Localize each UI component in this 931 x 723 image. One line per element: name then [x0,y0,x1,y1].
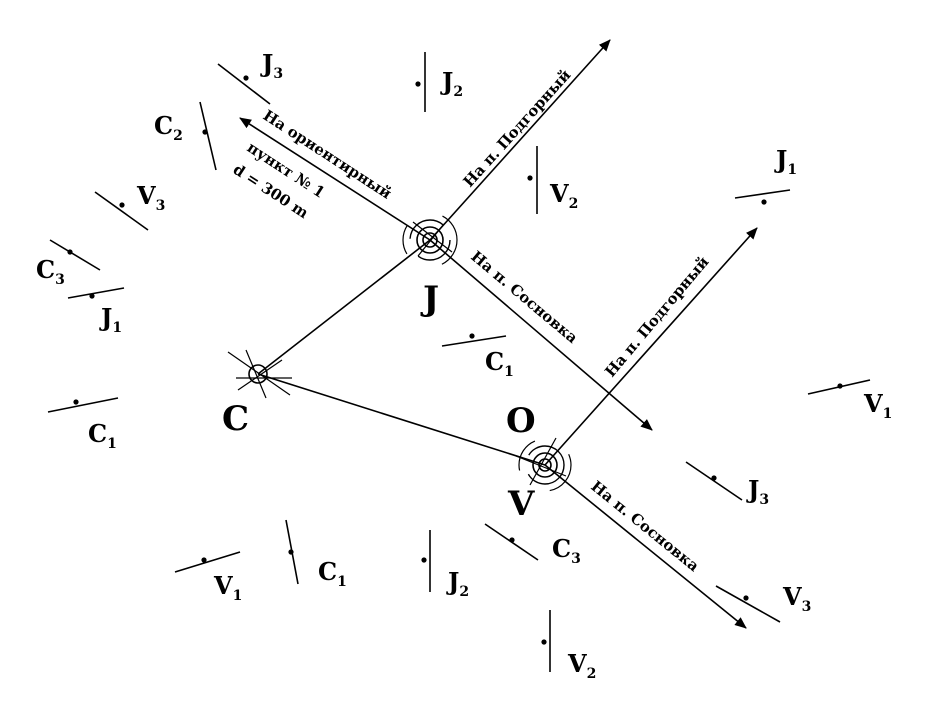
line-c-v [257,373,546,466]
arrow-j-sosnovka [429,239,653,431]
arrow-o-podgorny [544,227,758,466]
tick-label: C2 [154,111,183,144]
tick-j1-right [734,189,791,205]
tick-label: C3 [36,255,65,288]
tick-label: J2 [440,67,463,100]
tick-j3-top [217,63,271,105]
tick-v1-right [807,379,871,395]
tick-v2-bottom [541,610,551,672]
arrow-j-podgorny [429,39,611,241]
station-c-symbol [227,349,292,399]
tick-label: V3 [136,181,165,214]
label-station-v: V [507,484,535,524]
tick-label: C1 [318,557,347,590]
tick-label: J3 [260,49,283,82]
arrow-j-orient [239,117,431,241]
line-c-j [257,239,431,375]
tick-label: J1 [99,303,122,336]
tick-marks [47,52,871,672]
tick-label: V2 [549,179,578,212]
label-station-c: C [222,399,249,439]
tick-label: V3 [782,582,811,615]
tick-c3-bottom [484,523,539,561]
tick-j2-top [415,52,426,112]
tick-c3-left [49,239,101,271]
tick-label: J3 [746,475,769,508]
tick-v3-bottom [715,585,781,623]
tick-c1-bottom [285,519,299,585]
label-j-sosnovka: На п. Сосновка [467,247,581,347]
label-station-o: O [506,401,536,441]
tick-labels: J3 J2 C2 V3 C3 J1 C1 V2 J1 C1 V1 J3 V1 C… [36,49,892,682]
tick-label: J1 [774,145,797,178]
station-v-symbol [515,437,572,492]
label-o-podgorny: На п. Подгорный [601,253,712,381]
arrow-v-sosnovka [544,464,747,629]
tick-v2-top [527,146,538,214]
tick-label: C3 [552,534,581,567]
tick-label: C1 [485,347,514,380]
label-station-j: J [420,279,439,319]
tick-label: J2 [446,567,469,600]
tick-c1-left [47,397,119,413]
label-j-podgorny: На п. Подгорный [460,66,575,191]
tick-j3-bottom [685,461,743,501]
station-j-symbol [402,212,458,268]
tick-c1-mid [441,333,507,347]
tick-j2-bottom [421,530,431,592]
tick-label: V2 [567,649,596,682]
tick-label: V1 [863,389,892,422]
label-v-sosnovka: На п. Сосновка [587,477,702,575]
tick-v1-bottom [174,551,241,573]
tick-label: C1 [88,419,117,452]
tick-v3-left [94,191,149,231]
tick-c2 [199,101,217,171]
tick-label: V1 [213,571,242,604]
tick-j1-left [67,287,125,299]
